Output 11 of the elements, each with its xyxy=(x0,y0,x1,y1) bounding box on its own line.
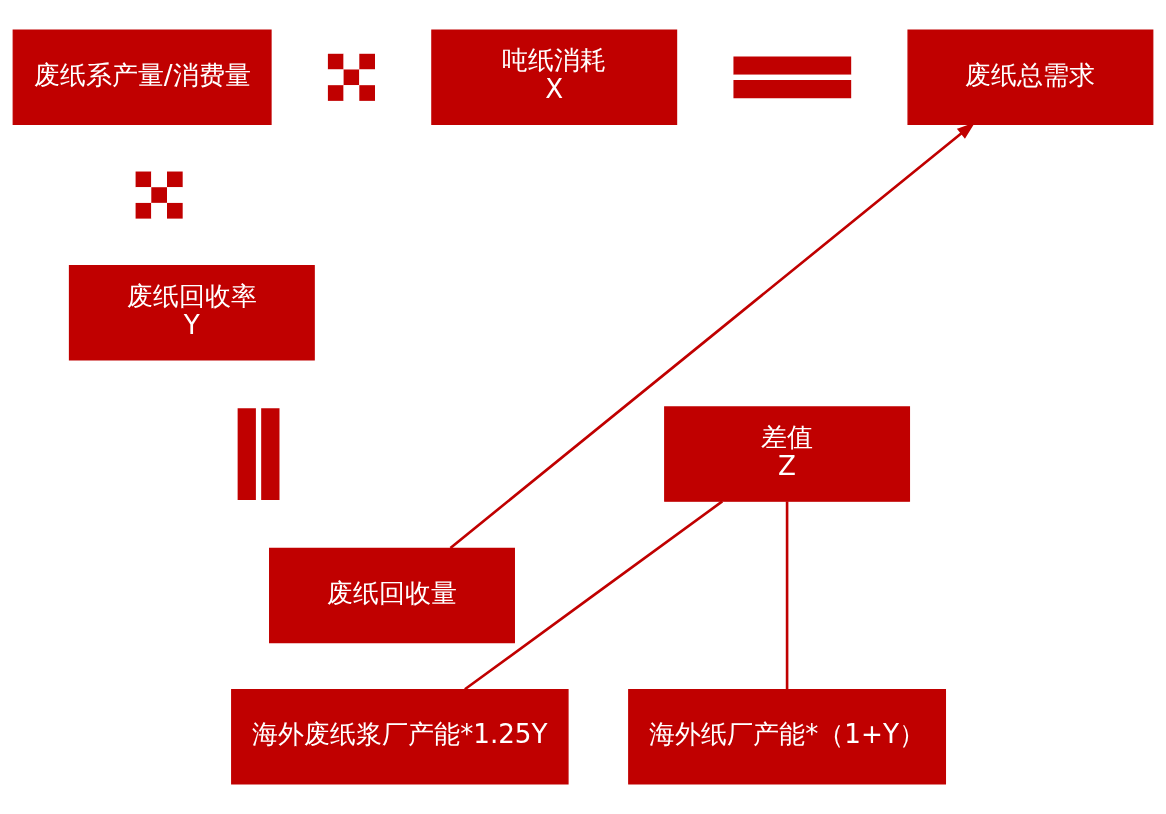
arrow xyxy=(449,122,976,549)
node-box: 海外纸厂产能*（1+Y） xyxy=(628,688,947,785)
node-box: 废纸系产量/消费量 xyxy=(12,29,272,126)
node-box: 废纸回收率 Y xyxy=(68,265,315,361)
node-box: 废纸回收量 xyxy=(269,547,515,644)
connector xyxy=(464,500,724,691)
node-box: 吨纸消耗 X xyxy=(431,29,678,126)
node-box: 差值 Z xyxy=(664,406,911,502)
node-box: 海外废纸浆厂产能*1.25Y xyxy=(231,688,569,785)
connector xyxy=(785,501,789,690)
node-box: 废纸总需求 xyxy=(907,29,1154,126)
